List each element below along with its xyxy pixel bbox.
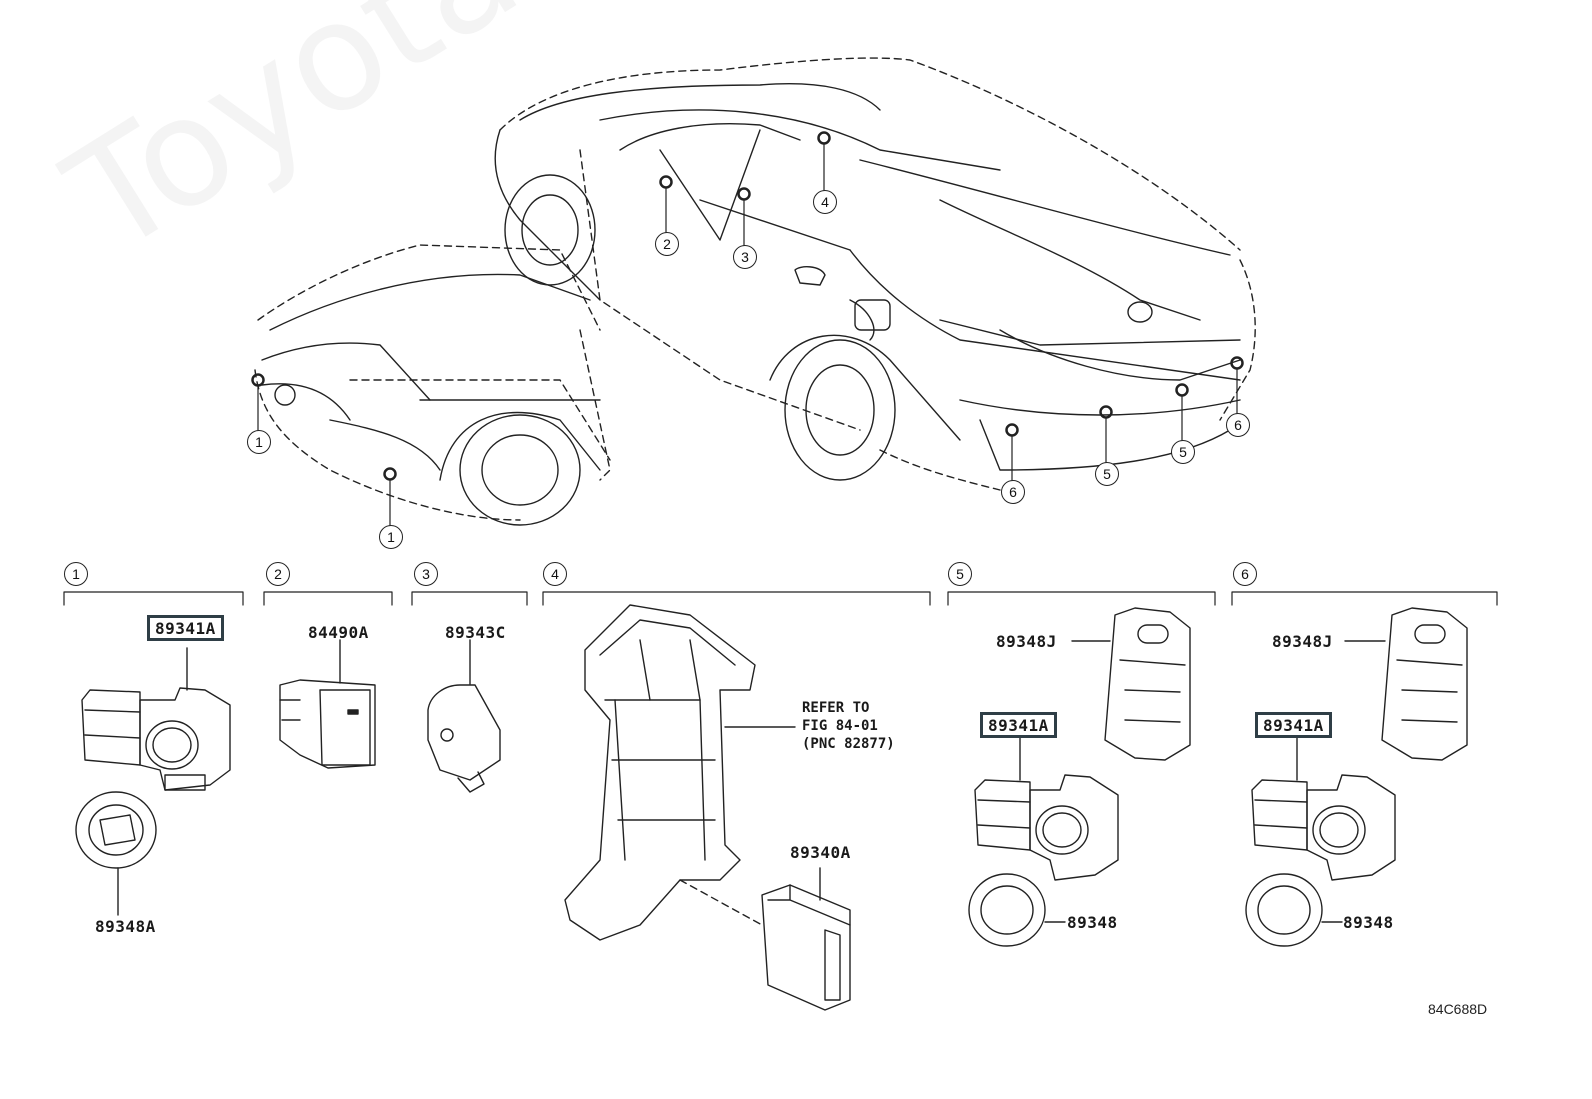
part-number-89341a-group1[interactable]: 89341A [147, 615, 224, 641]
group3-buzzer [427, 639, 501, 793]
callout-5-car-right: 5 [1171, 440, 1195, 464]
part-number-89348-group5[interactable]: 89348 [1067, 913, 1118, 932]
part-number-84490a[interactable]: 84490A [308, 623, 369, 642]
part-number-89340a[interactable]: 89340A [790, 843, 851, 862]
sensor-markers [251, 131, 1244, 481]
group-brackets [63, 591, 1498, 606]
group4-bracket [564, 604, 796, 941]
part-number-89343c[interactable]: 89343C [445, 623, 506, 642]
group-3-label: 3 [414, 562, 438, 586]
callout-1-front-right: 1 [379, 525, 403, 549]
part-number-89348a[interactable]: 89348A [95, 917, 156, 936]
callout-1-front-left: 1 [247, 430, 271, 454]
callout-6-car-left: 6 [1001, 480, 1025, 504]
drawing-code: 84C688D [1428, 1001, 1488, 1017]
group5-sensor [974, 737, 1119, 881]
group6-sensor [1251, 737, 1396, 881]
callout-4-car: 4 [813, 190, 837, 214]
marker-leaders [257, 143, 1238, 526]
callout-5-car-left: 5 [1095, 462, 1119, 486]
group1-retainer [75, 791, 157, 916]
group-6-label: 6 [1233, 562, 1257, 586]
group-1-label: 1 [64, 562, 88, 586]
group1-sensor [81, 647, 231, 791]
callout-2-car: 2 [655, 232, 679, 256]
rear-car-illustration [494, 57, 1256, 491]
part-number-89341a-group6[interactable]: 89341A [1255, 712, 1332, 738]
callout-6-car-right: 6 [1226, 413, 1250, 437]
front-car-illustration [254, 244, 611, 526]
group6-retainer [1245, 873, 1343, 947]
group2-switch [279, 639, 376, 769]
callout-3-car: 3 [733, 245, 757, 269]
part-number-89341a-group5[interactable]: 89341A [980, 712, 1057, 738]
group5-retainer [968, 873, 1066, 947]
group5-clip [1071, 607, 1191, 761]
refer-note: REFER TO FIG 84-01 (PNC 82877) [802, 700, 895, 752]
group6-clip [1344, 607, 1468, 761]
part-number-89348-group6[interactable]: 89348 [1343, 913, 1394, 932]
group-5-label: 5 [948, 562, 972, 586]
group4-ecu [679, 867, 851, 1011]
group-4-label: 4 [543, 562, 567, 586]
group-2-label: 2 [266, 562, 290, 586]
part-number-89348j-group6[interactable]: 89348J [1272, 632, 1333, 651]
part-number-89348j-group5[interactable]: 89348J [996, 632, 1057, 651]
